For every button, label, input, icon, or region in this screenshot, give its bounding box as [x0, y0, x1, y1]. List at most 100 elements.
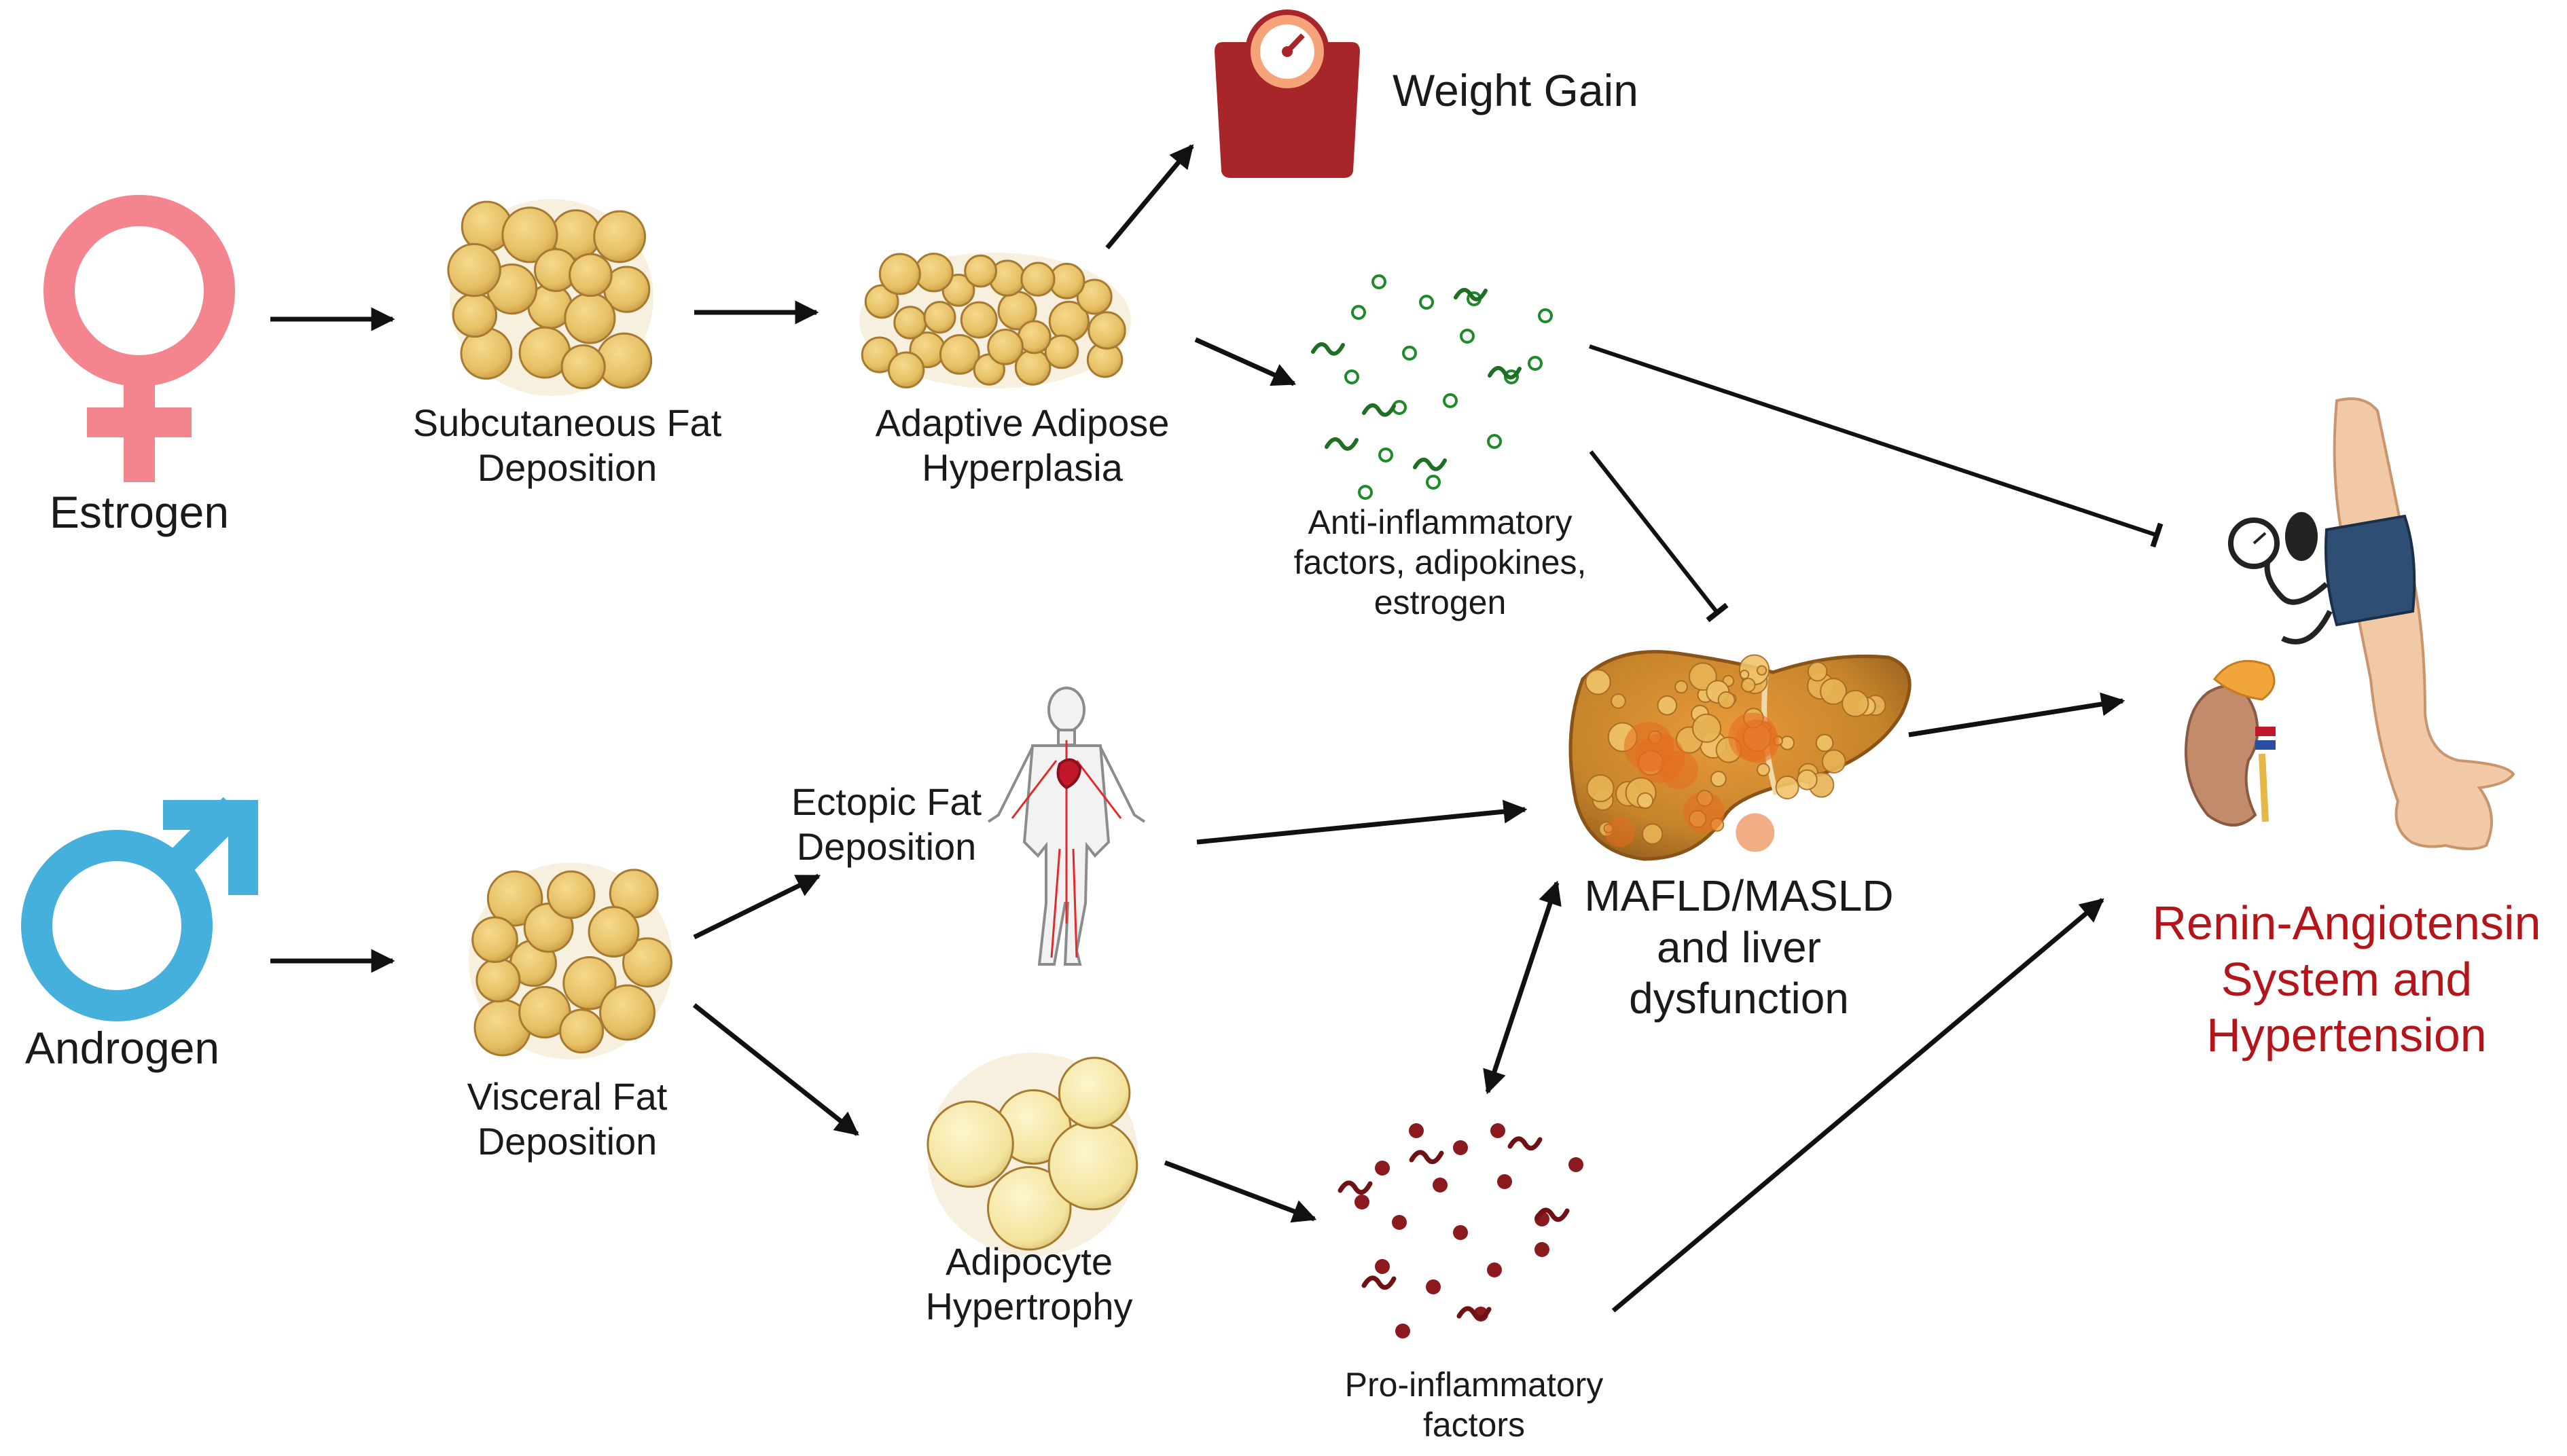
- pro-inflammatory-squiggle: [1338, 1180, 1373, 1195]
- anti-inflammatory-particle: [1378, 448, 1393, 462]
- adaptive-label-line-2: Hyperplasia: [922, 446, 1123, 490]
- androgen-label: Androgen: [24, 1023, 220, 1073]
- fat-cell: [1088, 311, 1126, 350]
- anti-inflammatory-particle: [1443, 393, 1458, 408]
- arrow-visceral-to-ectopic: [693, 873, 821, 940]
- pro-inflammatory-label: Pro-inflammatory factors: [1277, 1365, 1671, 1445]
- fat-cell: [562, 956, 617, 1011]
- fat-cell: [893, 306, 927, 340]
- hypertrophy-label-line-2: Hypertrophy: [925, 1285, 1133, 1328]
- pro-inflammatory-particle: [1433, 1178, 1448, 1193]
- fat-cell: [923, 301, 956, 334]
- arrow-adaptive-to-anti-inflammatory: [1194, 337, 1297, 386]
- liver-fat-droplet: [1585, 669, 1611, 695]
- venus-icon: [43, 195, 235, 482]
- anti-inflammatory-particle: [1487, 434, 1502, 449]
- anti-inflammatory-particle: [1358, 485, 1373, 500]
- pro-inflammatory-particle: [1497, 1174, 1512, 1189]
- liver-fat-droplet: [1641, 823, 1664, 845]
- subcutaneous-label-line-1: Subcutaneous Fat: [412, 401, 722, 444]
- liver-icon: [1568, 650, 1911, 861]
- pro-inflammatory-squiggle: [1409, 1150, 1444, 1165]
- liver-fat-droplet: [1820, 678, 1848, 706]
- pro-inflammatory-label-line-1: Pro-inflammatory: [1344, 1366, 1604, 1404]
- fat-cell: [547, 870, 596, 920]
- anti-inflammatory-particle: [1460, 329, 1475, 344]
- subcutaneous-fat-cluster: [447, 199, 653, 396]
- pro-inflammatory-particle: [1426, 1279, 1441, 1294]
- ras-label: Renin-Angiotensin System and Hypertensio…: [2126, 895, 2567, 1063]
- liver-inflammation-spot: [1623, 721, 1674, 771]
- pro-inflammatory-particle: [1490, 1123, 1505, 1138]
- ectopic-label: Ectopic Fat Deposition: [751, 780, 1022, 869]
- fat-cell: [593, 210, 647, 263]
- fat-cell: [559, 1008, 605, 1054]
- pro-inflammatory-particles: [1338, 1123, 1583, 1339]
- fat-cell: [939, 333, 980, 375]
- anti-inflammatory-particle: [1538, 308, 1553, 323]
- adaptive-label-line-1: Adaptive Adipose: [875, 401, 1170, 444]
- fat-cell: [987, 328, 1024, 365]
- pro-inflammatory-particle: [1375, 1161, 1390, 1176]
- anti-inflammatory-squiggle: [1311, 342, 1345, 356]
- arrow-hypertrophy-to-pro-inflammatory: [1164, 1160, 1317, 1223]
- ras-label-line-3: Hypertension: [2206, 1008, 2487, 1062]
- liver-fat-droplet: [1636, 792, 1654, 809]
- anti-inflammatory-particle: [1371, 274, 1386, 289]
- liver-fat-droplet: [1775, 775, 1799, 800]
- anti-inflammatory-squiggle: [1454, 288, 1488, 302]
- arrow-adaptive-to-weight: [1105, 144, 1194, 250]
- fat-cell: [1076, 278, 1113, 315]
- pro-inflammatory-particle: [1375, 1259, 1390, 1274]
- pro-inflammatory-label-line-2: factors: [1422, 1406, 1526, 1444]
- pro-inflammatory-particle: [1354, 1195, 1369, 1209]
- pro-inflammatory-particle: [1409, 1123, 1424, 1138]
- pro-inflammatory-particle: [1453, 1225, 1468, 1240]
- pro-inflammatory-squiggle: [1507, 1136, 1543, 1151]
- visceral-label: Visceral Fat Deposition: [380, 1074, 754, 1164]
- arm-blood-pressure-cuff-icon: [2228, 397, 2515, 850]
- anti-inflammatory-particle: [1426, 475, 1441, 490]
- pro-inflammatory-particle: [1568, 1157, 1583, 1172]
- visceral-label-line-2: Deposition: [477, 1120, 658, 1163]
- fat-cell: [486, 870, 543, 927]
- liver-fat-droplet: [1842, 689, 1869, 718]
- fat-cell: [475, 958, 521, 1003]
- arrow-pro-inflammatory-to-ras: [1611, 898, 2104, 1313]
- liver-fat-droplet: [1657, 695, 1678, 716]
- fat-cell: [964, 254, 997, 288]
- fat-cell: [887, 351, 925, 388]
- visceral-label-line-1: Visceral Fat: [467, 1075, 668, 1118]
- arrow-mafld-to-ras: [1908, 692, 2125, 738]
- pro-inflammatory-particle: [1392, 1215, 1407, 1230]
- fat-cell: [960, 301, 998, 339]
- liver-inflammation-spot: [1735, 719, 1780, 763]
- anti-inflammatory-particles: [1311, 274, 1553, 500]
- inhibit-anti-inflammatory-to-mafld: [1589, 450, 1729, 623]
- fat-cell: [1044, 334, 1079, 369]
- pro-inflammatory-squiggle: [1456, 1306, 1492, 1321]
- adaptive-hyperplasia-cluster: [859, 253, 1131, 388]
- fat-cell: [471, 916, 518, 964]
- ectopic-label-line-2: Deposition: [796, 825, 977, 869]
- liver-fat-droplet: [1586, 774, 1615, 803]
- ras-label-line-1: Renin-Angiotensin: [2152, 896, 2541, 949]
- liver-fat-droplet: [1739, 670, 1750, 680]
- fat-cell: [1020, 261, 1056, 297]
- fat-cell: [569, 253, 613, 297]
- liver-fat-droplet: [1710, 771, 1727, 788]
- mafld-label: MAFLD/MASLD and liver dysfunction: [1535, 871, 1943, 1025]
- liver-inflammation-spot: [1604, 817, 1635, 848]
- weighing-scale-icon: [1215, 10, 1360, 178]
- pro-inflammatory-squiggle: [1534, 1207, 1570, 1222]
- subcutaneous-label-line-2: Deposition: [477, 446, 658, 490]
- fat-cell: [599, 984, 656, 1041]
- fat-cell: [987, 1166, 1072, 1251]
- liver-fat-droplet: [1756, 763, 1770, 777]
- liver-fat-droplet: [1674, 680, 1688, 694]
- fat-cell: [564, 292, 616, 344]
- ectopic-label-line-1: Ectopic Fat: [791, 780, 982, 823]
- hypertrophy-label: Adipocyte Hypertrophy: [842, 1239, 1216, 1329]
- fat-cell: [878, 253, 921, 295]
